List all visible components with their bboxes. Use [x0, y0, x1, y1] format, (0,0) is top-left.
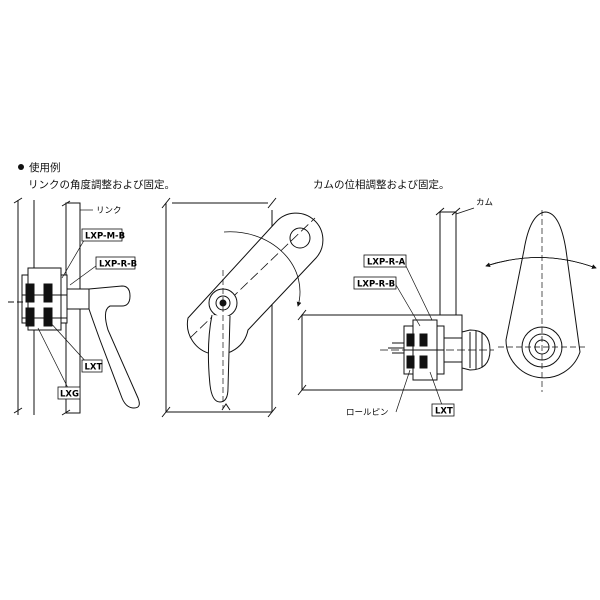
- callout-lxt-left: LXT: [81, 359, 103, 373]
- svg-text:LXP-M-B: LXP-M-B: [85, 232, 125, 242]
- callout-lxt-right: LXT: [431, 403, 455, 417]
- svg-text:LXP-R-A: LXP-R-A: [367, 258, 406, 268]
- cam-side-view: [297, 207, 494, 396]
- usage-heading: 使用例: [18, 163, 61, 174]
- callout-lxg: LXG: [57, 386, 81, 400]
- link-side-view: [8, 197, 140, 416]
- link-front-view: [161, 197, 324, 418]
- svg-text:LXT: LXT: [85, 363, 103, 373]
- link-label: リンク: [96, 206, 122, 216]
- usage-heading-text: 使用例: [29, 162, 61, 174]
- caption-cam-adjustment: カムの位相調整および固定。: [313, 179, 450, 191]
- svg-text:LXT: LXT: [435, 407, 453, 417]
- roll-pin-label: ロールピン: [346, 408, 389, 418]
- cam-label: カム: [476, 198, 493, 208]
- cam-front-view: [485, 210, 597, 392]
- callout-lxp-r-b-right: LXP-R-B: [353, 276, 397, 290]
- svg-text:LXP-R-B: LXP-R-B: [99, 260, 137, 270]
- svg-text:LXP-R-B: LXP-R-B: [357, 280, 395, 290]
- callout-lxp-m-b: LXP-M-B: [81, 228, 125, 242]
- callout-lxp-r-a: LXP-R-A: [363, 254, 407, 268]
- bullet-icon: [18, 164, 24, 170]
- svg-text:LXG: LXG: [60, 390, 79, 400]
- callout-lxp-r-b-left: LXP-R-B: [95, 256, 137, 270]
- caption-link-adjustment: リンクの角度調整および固定。: [28, 179, 175, 191]
